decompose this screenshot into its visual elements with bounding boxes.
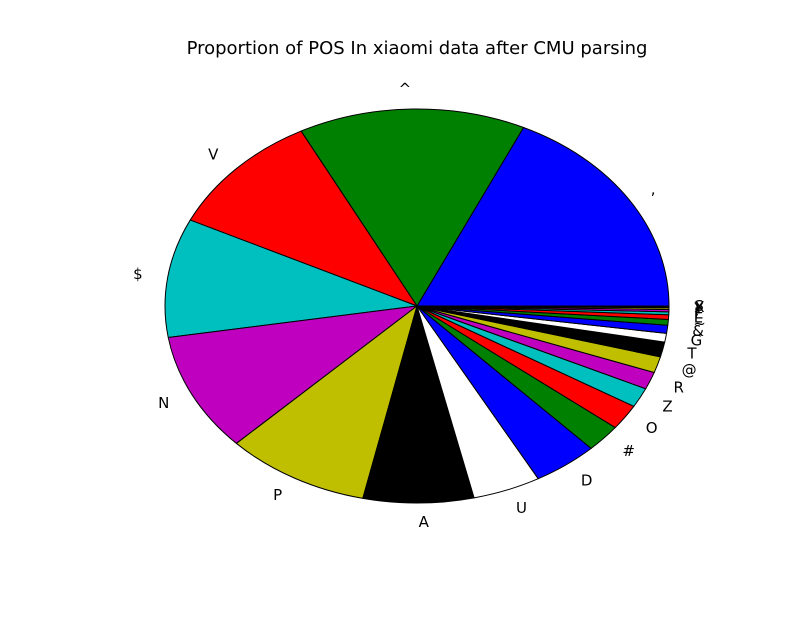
- slice-label-g: G: [691, 331, 703, 349]
- pie-slice-p: [235, 305, 418, 499]
- pie-slice-v: [189, 130, 418, 307]
- slice-label-x: X: [694, 298, 704, 316]
- pie-slice-comma: [416, 126, 670, 307]
- slice-label-caret: ^: [399, 80, 412, 98]
- slice-label-s: S: [694, 297, 704, 315]
- slice-label-l: L: [694, 309, 703, 327]
- slice-label-dollar: $: [133, 265, 143, 283]
- slice-label-r: R: [674, 379, 684, 397]
- slice-label-e: E: [694, 305, 703, 323]
- slice-label-u: U: [516, 499, 527, 517]
- slice-label-tilde: ~: [693, 315, 706, 333]
- slice-label-a: A: [419, 513, 430, 531]
- pie-slice-s: [416, 305, 670, 308]
- pie-slice-caret: [300, 108, 525, 307]
- slice-label-comma: ,: [651, 180, 656, 198]
- slice-label-z: Z: [662, 397, 672, 415]
- slice-label-at: @: [682, 361, 697, 379]
- pie-slices: [164, 108, 670, 504]
- slice-label-o: O: [646, 419, 658, 437]
- slice-label-ampersand: &: [692, 322, 704, 340]
- pie-slice-dollar: [164, 219, 418, 338]
- pie-slice-a: [362, 305, 475, 504]
- slice-label-y: Y: [693, 299, 704, 317]
- slice-label-d: D: [581, 471, 593, 489]
- slice-label-p: P: [273, 486, 282, 504]
- slice-label-t: T: [686, 344, 697, 362]
- pie-labels: , ^ V $ N P A U D # OZR@TG&~LE!YXS: [133, 80, 706, 531]
- slice-label-v: V: [208, 145, 219, 163]
- slice-label-exclamation: !: [694, 302, 700, 320]
- slice-label-hash: #: [622, 442, 635, 460]
- slice-label-n: N: [158, 394, 169, 412]
- pie-slice-n: [167, 305, 418, 444]
- chart-title: Proportion of POS In xiaomi data after C…: [187, 38, 648, 59]
